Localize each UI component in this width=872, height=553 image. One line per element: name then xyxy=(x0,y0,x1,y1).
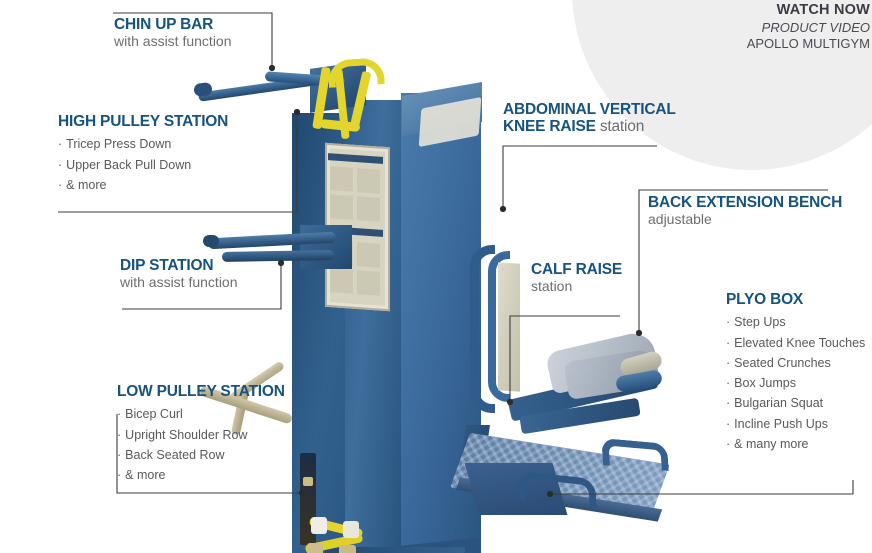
watch-now-subtitle: PRODUCT VIDEO xyxy=(761,19,870,35)
product-photo-apollo-multigym xyxy=(170,55,670,553)
placard-cell xyxy=(330,194,353,220)
placard-cell xyxy=(357,196,380,222)
callout-back-extension-bench: BACK EXTENSION BENCH adjustable xyxy=(648,194,842,229)
placard-cell xyxy=(357,242,380,268)
vertical-knee-raise-pad xyxy=(498,262,520,392)
placard-cell xyxy=(330,268,353,294)
list-item: Elevated Knee Touches xyxy=(726,333,865,353)
list-item: Incline Push Ups xyxy=(726,414,865,434)
callout-title-high-pulley-station: HIGH PULLEY STATION xyxy=(58,113,229,130)
list-item: Bicep Curl xyxy=(117,404,285,424)
list-item: Upright Shoulder Row xyxy=(117,425,285,445)
callout-title-dip-station: DIP STATION xyxy=(120,257,214,274)
callout-title-abdominal-suffix: station xyxy=(599,118,645,136)
callout-list-plyo-box: Step Ups Elevated Knee Touches Seated Cr… xyxy=(726,312,865,454)
placard-cell xyxy=(357,168,380,194)
callout-title-chin-up-bar: CHIN UP BAR xyxy=(114,16,214,33)
list-item: Step Ups xyxy=(726,312,865,332)
callout-title-abdominal-line2: KNEE RAISE station xyxy=(503,118,676,135)
callout-chin-up-bar: CHIN UP BAR with assist function xyxy=(114,16,232,51)
vertical-knee-raise-handle xyxy=(488,251,510,402)
list-item: & many more xyxy=(726,434,865,454)
callout-abdominal-vertical-knee-raise: ABDOMINAL VERTICAL KNEE RAISE station xyxy=(503,101,676,136)
list-item: & more xyxy=(58,175,228,195)
callout-dip-station: DIP STATION with assist function xyxy=(120,257,238,292)
dip-station-grip xyxy=(203,235,219,247)
callout-calf-raise: CALF RAISE station xyxy=(531,261,622,296)
callout-title-abdominal-line1: ABDOMINAL VERTICAL xyxy=(503,101,676,118)
callout-plyo-box: PLYO BOX Step Ups Elevated Knee Touches … xyxy=(726,291,865,454)
list-item: Tricep Press Down xyxy=(58,134,228,154)
watch-now-badge[interactable]: WATCH NOW PRODUCT VIDEO APOLLO MULTIGYM xyxy=(747,2,870,51)
placard-cell xyxy=(330,166,353,192)
callout-subtitle-chin-up-bar: with assist function xyxy=(114,33,232,50)
callout-subtitle-back-extension-bench: adjustable xyxy=(648,211,712,228)
list-item: Bulgarian Squat xyxy=(726,393,865,413)
callout-subtitle-dip-station: with assist function xyxy=(120,274,238,291)
tower-base-plate xyxy=(325,547,465,553)
list-item: Box Jumps xyxy=(726,373,865,393)
list-item: Seated Crunches xyxy=(726,353,865,373)
callout-low-pulley-station: LOW PULLEY STATION Bicep Curl Upright Sh… xyxy=(117,383,285,485)
weight-stack-pin xyxy=(303,477,313,486)
list-item: & more xyxy=(117,465,285,485)
placard-cell xyxy=(357,270,380,296)
watch-now-title: WATCH NOW xyxy=(776,2,870,18)
callout-title-calf-raise: CALF RAISE xyxy=(531,261,623,278)
callout-list-high-pulley-station: Tricep Press Down Upper Back Pull Down &… xyxy=(58,134,228,195)
list-item: Back Seated Row xyxy=(117,445,285,465)
watch-now-product-name: APOLLO MULTIGYM xyxy=(746,35,870,51)
callout-title-plyo-box: PLYO BOX xyxy=(726,291,804,308)
list-item: Upper Back Pull Down xyxy=(58,155,228,175)
vertical-knee-raise-handle xyxy=(470,245,495,413)
callout-title-low-pulley-station: LOW PULLEY STATION xyxy=(117,383,285,400)
callout-title-back-extension-bench: BACK EXTENSION BENCH xyxy=(648,194,843,211)
callout-high-pulley-station: HIGH PULLEY STATION Tricep Press Down Up… xyxy=(58,113,228,195)
callout-title-abdominal-main: KNEE RAISE xyxy=(503,118,596,136)
callout-subtitle-calf-raise: station xyxy=(531,278,573,295)
dip-station-bar xyxy=(221,250,335,262)
bottom-strap-bundle xyxy=(304,516,367,553)
callout-list-low-pulley-station: Bicep Curl Upright Shoulder Row Back Sea… xyxy=(117,404,285,485)
